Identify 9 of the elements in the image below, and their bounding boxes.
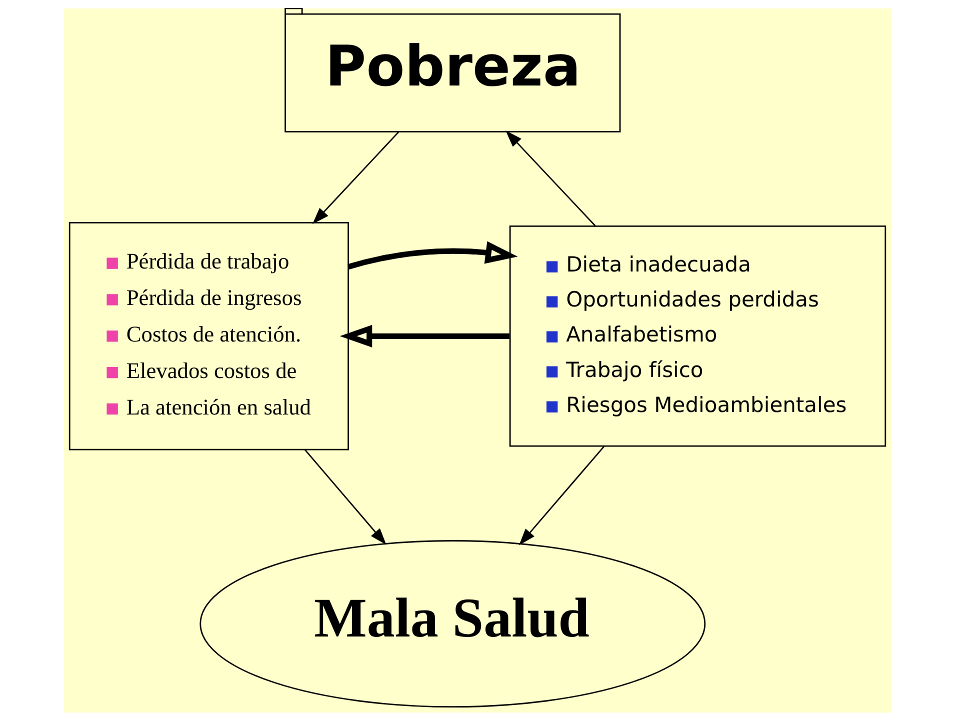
node-box: Dieta inadecuada Oportunidades perdidas Analfabetismo Trabajo físico Riesgos Medioambientales [508,226,886,447]
arrow [339,324,509,348]
arrow [347,241,518,270]
arrow [312,132,399,224]
arrow [304,449,386,545]
arrow [505,130,596,226]
node-box: Pérdida de trabajo Pérdida de ingresos Costos de atención. Elevados costos de La atención en salud [68,222,348,450]
node-ellipse: Mala Salud [199,540,706,708]
arrow [518,446,604,546]
